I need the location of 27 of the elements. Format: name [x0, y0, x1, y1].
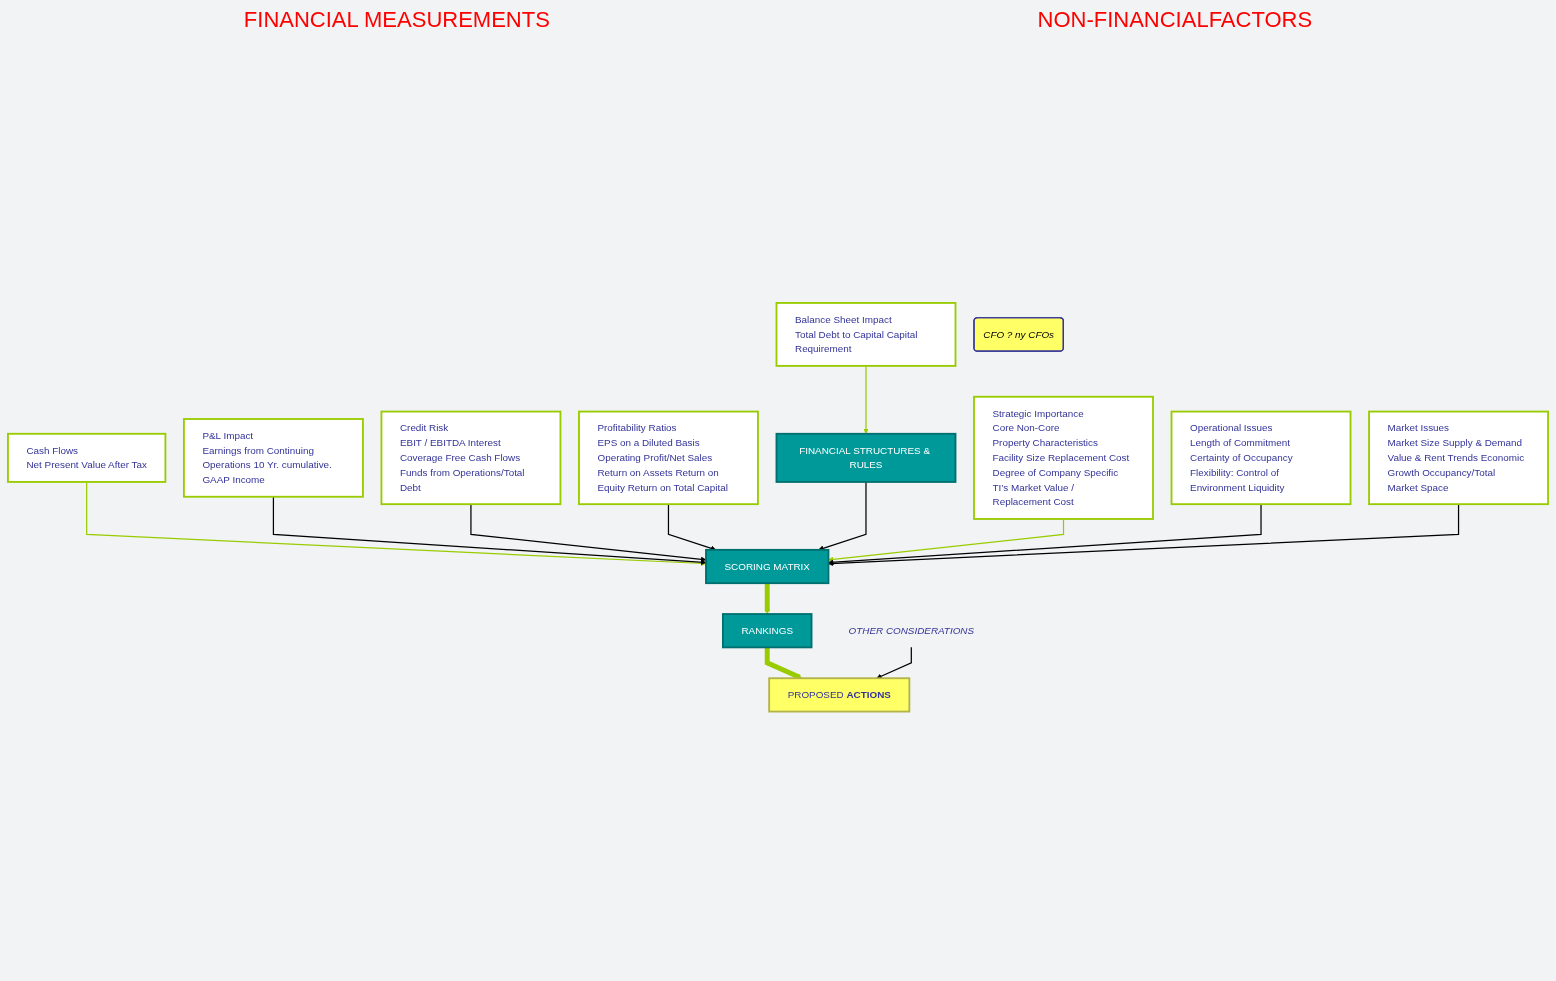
- node-box: Profitability Ratios EPS on a Diluted Basis Operating Profit/Net Sales Return on Assets Return on Equity Return on Total Capital: [578, 410, 759, 506]
- arrow: [818, 481, 867, 552]
- node-text: OTHER CONSIDERATIONS: [848, 625, 975, 636]
- arrow: [764, 647, 803, 680]
- node-box: PROPOSED ACTIONS: [768, 677, 911, 713]
- node-box: P&L Impact Earnings from Continuing Operations 10 Yr. cumulative. GAAP Income: [183, 418, 364, 498]
- arrow: [470, 503, 707, 563]
- node-box: Operational Issues Length of Commitment Certainty of Occupancy Flexibility: Control of Environment Liquidity: [1170, 410, 1352, 506]
- arrow: [828, 503, 1262, 566]
- node-box: Strategic Importance Core Non-Core Property Characteristics Facility Size Replacement Cost Degree of Company Specific TI’s Market Value / Replacement Cost: [973, 396, 1154, 521]
- arrow: [828, 503, 1460, 567]
- node-box: Balance Sheet Impact Total Debt to Capital Capital Requirement: [775, 302, 957, 368]
- node-box: Market Issues Market Size Supply & Demand Value & Rent Trends Economic Growth Occupancy/Total Market Space: [1368, 410, 1549, 506]
- arrow: [272, 496, 707, 566]
- arrow: [876, 647, 912, 679]
- section-heading: NON-FINANCIALFACTORS: [1037, 7, 1313, 33]
- node-box: RANKINGS: [722, 613, 813, 649]
- arrow: [764, 583, 770, 615]
- node-box: SCORING MATRIX: [705, 549, 830, 585]
- node-box: FINANCIAL STRUCTURES & RULES: [775, 433, 957, 484]
- node-box: Credit Risk EBIT / EBITDA Interest Coverage Free Cash Flows Funds from Operations/Total Debt: [380, 410, 562, 506]
- arrow: [863, 365, 869, 435]
- node-box: Cash Flows Net Present Value After Tax: [7, 433, 167, 484]
- arrow: [828, 518, 1065, 563]
- arrow: [667, 503, 717, 552]
- arrow: [86, 481, 707, 567]
- section-heading: FINANCIAL MEASUREMENTS: [243, 7, 550, 33]
